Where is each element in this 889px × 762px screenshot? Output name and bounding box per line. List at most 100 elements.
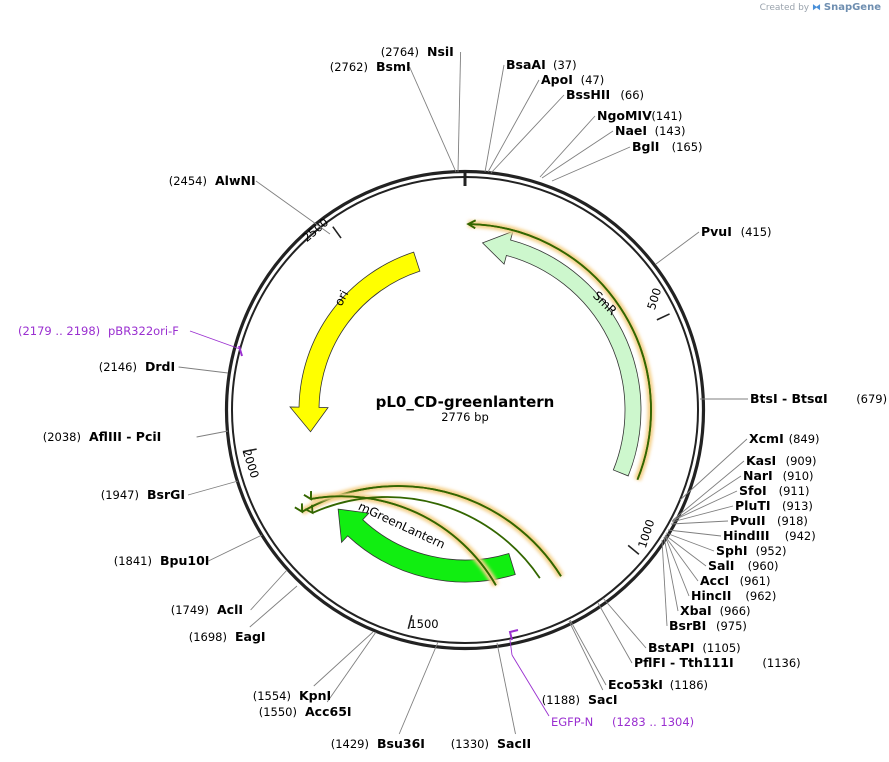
site-position: (1429) — [331, 737, 369, 751]
orf-line — [312, 496, 541, 579]
site-leader — [665, 532, 715, 552]
site-leader — [667, 529, 722, 537]
site-leader — [457, 51, 462, 173]
site-name: SalI — [708, 558, 734, 573]
site-name: XbaI — [680, 603, 712, 618]
site-position: (141) — [651, 109, 682, 123]
backbone-outer-ring — [224, 169, 706, 651]
primer-range: (1283 .. 1304) — [612, 715, 694, 729]
tick-mark — [407, 615, 413, 629]
ori-label: ori — [332, 288, 352, 308]
site-name: AccI — [700, 573, 729, 588]
orf-arrowhead — [303, 491, 312, 501]
primer-leader — [189, 330, 241, 350]
site-name: NgoMIV — [597, 108, 652, 123]
site-name: PluTI — [735, 498, 771, 513]
site-position: (165) — [672, 140, 703, 154]
site-position: (66) — [620, 88, 644, 102]
tick-mark — [627, 544, 640, 555]
site-position: (143) — [655, 124, 686, 138]
site-leader — [597, 602, 633, 664]
site-leader — [326, 631, 377, 703]
site-name: Eco53kI — [608, 677, 663, 692]
site-position: (942) — [785, 529, 816, 543]
site-name: NarI — [743, 468, 773, 483]
site-leader — [672, 460, 745, 521]
site-position: (909) — [786, 454, 817, 468]
site-position: (1186) — [670, 678, 708, 692]
site-leader — [539, 115, 596, 178]
tick-label: 500 — [644, 286, 664, 311]
mgreenlantern-feature-arrow — [337, 508, 516, 583]
site-leader — [664, 535, 699, 582]
site-position: (1749) — [171, 603, 209, 617]
site-name: BssHII — [566, 87, 610, 102]
site-name: BsaAI — [506, 57, 546, 72]
site-leader — [313, 631, 374, 687]
tick-label: 2000 — [240, 448, 262, 480]
site-name: AclI — [217, 602, 243, 617]
site-position: (47) — [581, 73, 605, 87]
site-position: (1188) — [542, 693, 580, 707]
site-name: PflFI - Tth111I — [634, 655, 734, 670]
site-position: (1330) — [451, 737, 489, 751]
site-position: (960) — [748, 559, 779, 573]
site-name: NaeI — [615, 123, 647, 138]
site-leader — [484, 64, 505, 173]
site-leader — [250, 569, 288, 611]
site-name: NsiI — [427, 44, 454, 59]
site-leader — [255, 180, 331, 235]
site-position: (37) — [553, 58, 577, 72]
site-leader — [196, 430, 229, 438]
site-position: (961) — [740, 574, 771, 588]
site-leader — [661, 539, 668, 627]
site-position: (2762) — [330, 60, 368, 74]
site-position: (962) — [745, 589, 776, 603]
site-leader — [569, 619, 607, 686]
site-name: XcmI — [749, 431, 784, 446]
site-position: (2764) — [381, 45, 419, 59]
orf-line — [310, 495, 497, 586]
site-name: Bsu36I — [377, 736, 425, 751]
site-position: (975) — [716, 619, 747, 633]
site-leader — [398, 641, 439, 735]
site-name: EagI — [235, 629, 266, 644]
site-name: SacI — [588, 692, 618, 707]
site-name: PvuI — [701, 224, 732, 239]
site-name: BstAPI — [648, 640, 694, 655]
ori-feature-arrow — [289, 251, 421, 433]
site-name: SphI — [716, 543, 748, 558]
site-name: DrdI — [145, 359, 175, 374]
backbone — [224, 169, 706, 651]
smr-feature-arrow — [481, 230, 642, 477]
tick-mark — [656, 313, 670, 321]
site-leader — [671, 505, 734, 523]
site-position: (1841) — [114, 554, 152, 568]
site-position: (1550) — [259, 705, 297, 719]
site-name: Bpu10I — [160, 553, 209, 568]
site-name: AlwNI — [215, 173, 256, 188]
site-leader — [568, 620, 604, 691]
site-position: (1947) — [101, 488, 139, 502]
site-leader — [664, 534, 707, 567]
site-leader — [551, 146, 631, 182]
site-leader-lines — [178, 51, 748, 735]
site-leader — [178, 366, 229, 374]
orf-line — [468, 223, 652, 481]
feature-arrows — [238, 219, 655, 641]
site-position: (952) — [756, 544, 787, 558]
orf-arrowhead — [304, 504, 314, 515]
tick-mark — [332, 226, 342, 239]
site-name: HincII — [691, 588, 731, 603]
site-leader — [602, 597, 647, 649]
site-leader — [409, 66, 457, 173]
site-position: (910) — [783, 469, 814, 483]
site-name: BtsI - BtsαI — [750, 391, 828, 406]
watermark-prefix: Created by — [759, 3, 810, 13]
site-leader — [655, 231, 700, 265]
site-name: Acc65I — [305, 704, 352, 719]
site-position: (849) — [789, 432, 820, 446]
primer-pbr322ori-f-mark — [238, 345, 243, 357]
site-position: (913) — [782, 499, 813, 513]
site-position: (1554) — [253, 689, 291, 703]
